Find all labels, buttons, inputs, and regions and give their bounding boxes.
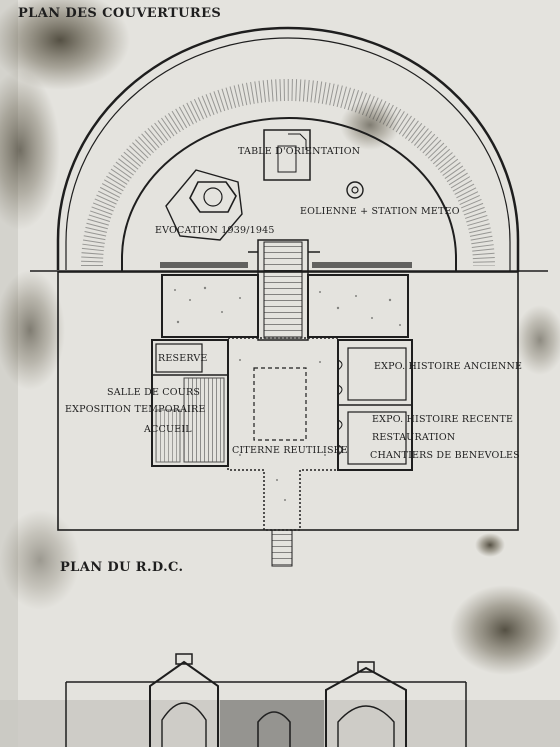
label-orientation-table: TABLE D'ORIENTATION — [238, 146, 361, 157]
room-upper-left — [161, 274, 259, 338]
label-reception: ACCUEIL — [144, 424, 192, 435]
label-ancient-history: EXPO. HISTOIRE ANCIENNE — [374, 361, 523, 372]
room-upper-right — [307, 274, 409, 338]
ground-plan-title: PLAN DU R.D.C. — [60, 560, 184, 575]
left-wing — [151, 339, 229, 467]
stipple-texture — [174, 286, 401, 501]
label-wind-turbine: EOLIENNE + STATION METEO — [300, 206, 460, 217]
roof-staircase — [248, 239, 320, 341]
parapet-blocks — [160, 262, 412, 268]
memorial-drawing — [165, 169, 243, 241]
label-temporary-exhibit: EXPOSITION TEMPORAIRE — [65, 404, 206, 415]
orientation-table-drawing — [263, 129, 311, 181]
label-volunteer-sites: CHANTIERS DE BENEVOLES — [370, 450, 520, 461]
reserve-room — [155, 343, 203, 373]
weather-stains — [0, 0, 560, 675]
roof-plan-title: PLAN DES COUVERTURES — [18, 6, 222, 21]
wind-turbine-symbol — [346, 181, 364, 199]
label-restoration: RESTAURATION — [372, 432, 456, 443]
outer-arc — [56, 26, 520, 272]
label-memorial: EVOCATION 1939/1945 — [155, 225, 275, 236]
speckle-band — [81, 79, 495, 267]
label-cistern: CITERNE REUTILISEE — [232, 445, 348, 456]
label-reserve: RESERVE — [158, 353, 208, 364]
entrance-steps — [271, 529, 293, 567]
label-recent-history: EXPO. HISTOIRE RECENTE — [372, 414, 514, 425]
elevation-drawing — [65, 653, 467, 747]
right-wing-doors — [337, 359, 343, 456]
outer-arc-inner-line — [65, 37, 511, 272]
label-classroom: SALLE DE COURS — [107, 387, 201, 398]
ground-floor-plan — [57, 271, 519, 567]
inner-arc — [121, 117, 457, 272]
cistern-outline — [253, 367, 307, 441]
